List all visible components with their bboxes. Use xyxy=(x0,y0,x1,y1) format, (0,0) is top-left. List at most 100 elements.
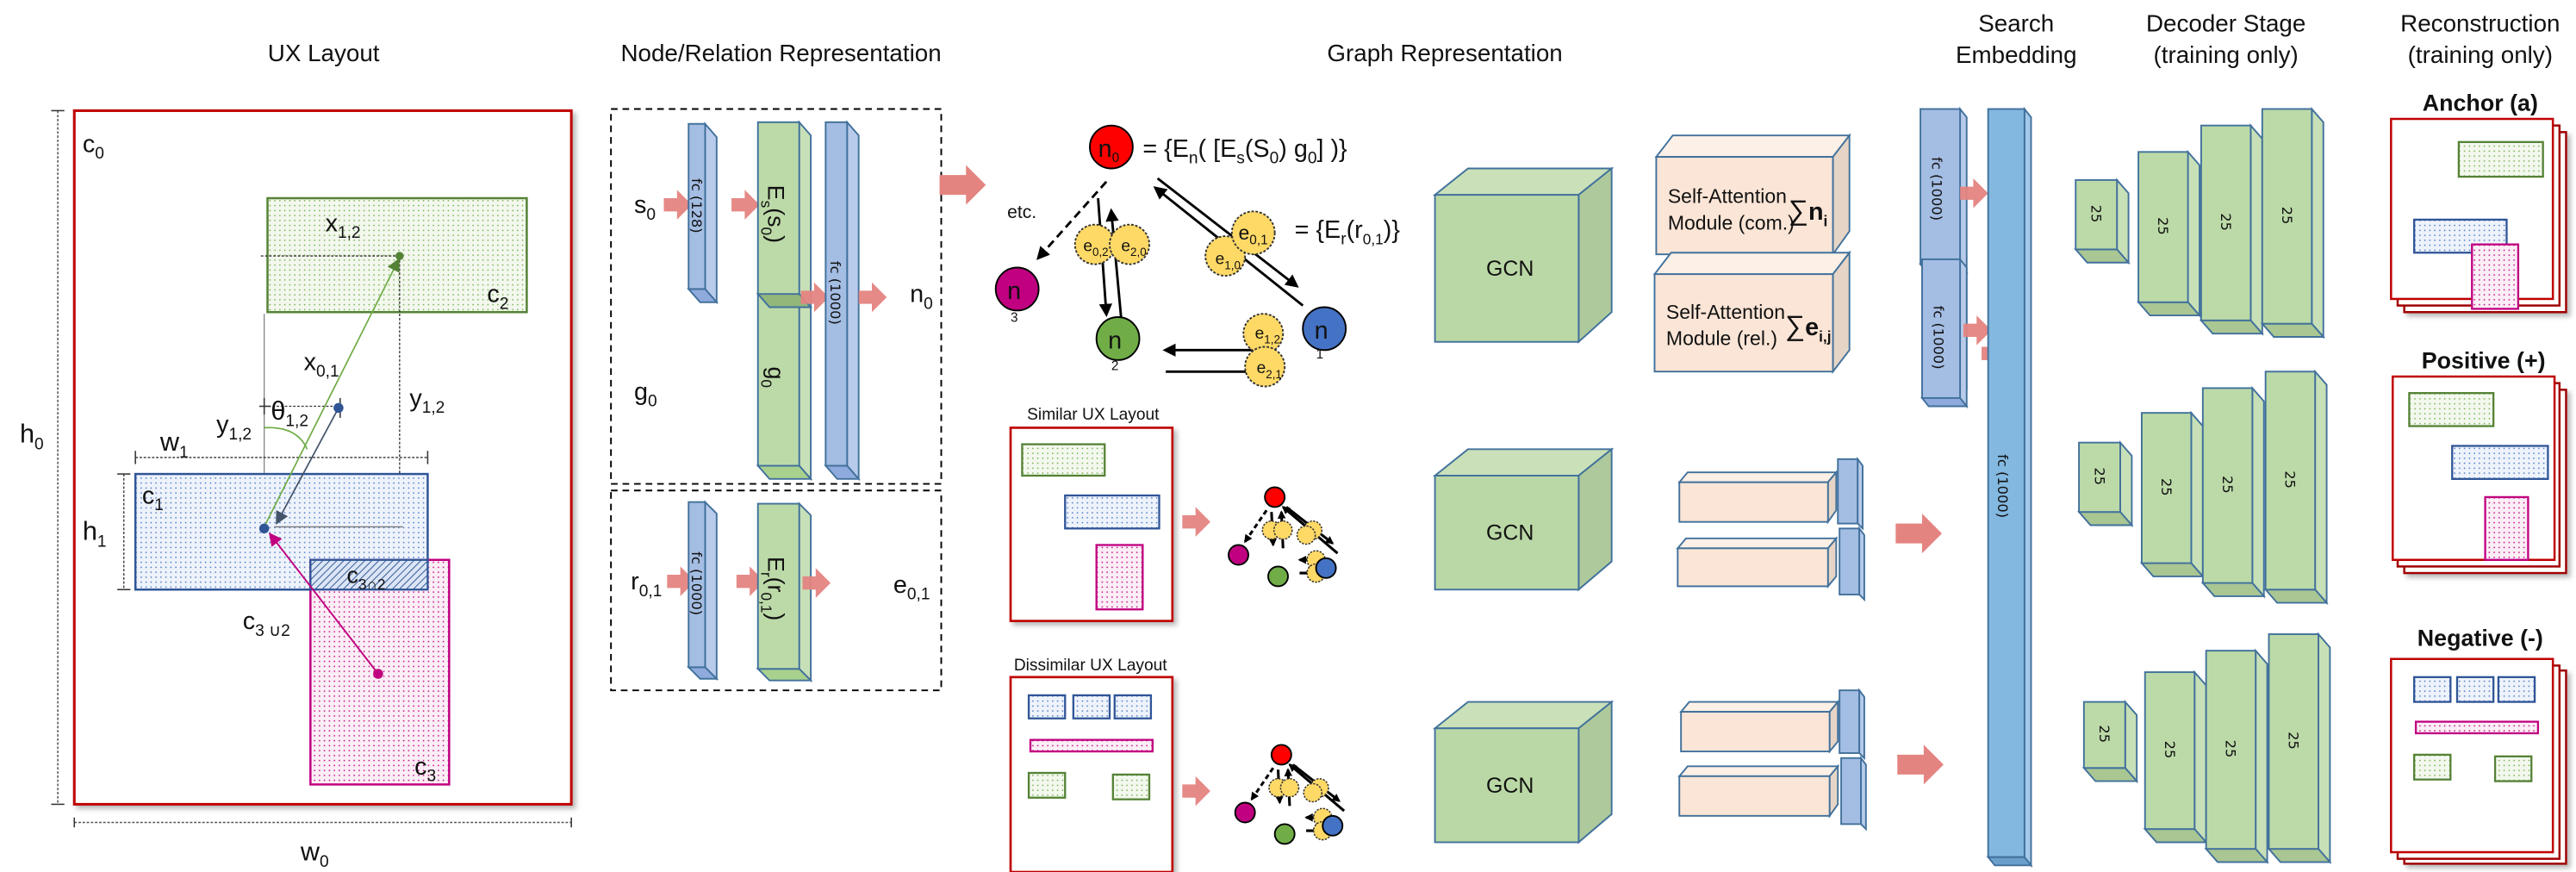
decoder-layer-label: 25 xyxy=(2219,476,2236,494)
edge-n0-n1 xyxy=(1156,177,1299,288)
dissimilar-green-box-2 xyxy=(1111,773,1151,800)
header-ux-layout: UX Layout xyxy=(268,40,380,66)
similar-layout-label: Similar UX Layout xyxy=(1027,406,1160,424)
label-c1: c1 xyxy=(142,483,164,515)
g0-bar-label: g0 xyxy=(758,367,789,389)
er-layer: Er(r0,1) xyxy=(756,501,813,682)
graph-main: e0,2 e2,0 e1,0 e0,1 e1,2 e2,1 n0 n 1 n 2… xyxy=(994,124,1401,388)
edge-n2-n0 xyxy=(1105,208,1123,320)
decoder-row-positive: 25 25 25 25 xyxy=(2076,369,2329,606)
fc-rel-label: fc (1000) xyxy=(1930,306,1946,370)
attention-rel-module: Self-Attention Module (rel.) ∑ei,j xyxy=(1652,250,1851,375)
mini-graph-dissimilar xyxy=(1234,744,1346,845)
recon-positive-green xyxy=(2408,392,2495,427)
mini-node xyxy=(1228,544,1249,566)
er-label: Er(r0,1) xyxy=(758,557,789,620)
decoder-layer-label: 25 xyxy=(2155,217,2171,235)
decoder-layer: 25 xyxy=(2200,385,2266,599)
c3-center-point xyxy=(373,669,383,679)
recon-anchor-green xyxy=(2457,140,2544,178)
search-embedding-label: fc (1000) xyxy=(1994,454,2011,518)
decoder-layer-label: 25 xyxy=(2282,470,2299,489)
decoder-layer: 25 xyxy=(2267,632,2332,865)
relation-block-frame xyxy=(610,489,943,692)
gcn-label-bottom: GCN xyxy=(1486,774,1534,798)
header-reconstruction-line1: Reconstruction xyxy=(2400,9,2560,36)
decoder-layer-label: 25 xyxy=(2158,478,2175,496)
recon-anchor-magenta xyxy=(2471,243,2520,310)
node-label-n3: n xyxy=(1007,277,1021,305)
dissimilar-blue-box-3 xyxy=(1113,694,1153,719)
attention-rel-sum: ∑ei,j xyxy=(1785,310,1832,346)
similar-blue-box xyxy=(1064,494,1160,530)
decoder-layer-label: 25 xyxy=(2223,740,2239,758)
decoder-layer: 25 xyxy=(2263,369,2329,606)
mini-node xyxy=(1270,744,1292,766)
decoder-layer-label: 25 xyxy=(2091,467,2107,485)
formula-n0: = {En( [Es(S0) g0] )} xyxy=(1142,135,1347,168)
fc1000-node-label: fc (1000) xyxy=(827,261,843,325)
node-sub-n3: 3 xyxy=(1011,311,1018,326)
decoder-layer-label: 25 xyxy=(2218,213,2234,231)
dissimilar-green-box-1 xyxy=(1027,771,1067,799)
c2-center-point xyxy=(395,252,404,260)
recon-negative-blue-2 xyxy=(2455,676,2495,703)
search-embedding-bar: fc (1000) xyxy=(1986,106,2033,869)
node-sub-n2: 2 xyxy=(1111,358,1119,373)
arrow-to-graph xyxy=(939,165,986,205)
recon-anchor-stack xyxy=(2390,117,2567,314)
decoder-layer-label: 25 xyxy=(2096,725,2112,743)
vector-c1-to-c2 xyxy=(263,258,400,527)
fc-rel-bar: fc (1000) xyxy=(1920,257,1969,409)
c1-center-point xyxy=(258,523,270,534)
recon-negative-magenta xyxy=(2414,720,2540,735)
recon-positive-blue xyxy=(2451,445,2549,480)
formula-e01: = {Er(r0,1)} xyxy=(1295,216,1401,249)
decoder-layer-label: 25 xyxy=(2279,207,2295,225)
recon-negative-blue-3 xyxy=(2497,676,2536,703)
mini-edge-node xyxy=(1296,525,1316,545)
arrow-dissimilar xyxy=(1182,775,1210,807)
recon-negative-green-2 xyxy=(2493,755,2533,782)
dissimilar-layout-section: Dissimilar UX Layout xyxy=(1009,657,1210,872)
fc1000-relation-label: fc (1000) xyxy=(688,551,705,615)
attention-com-line2: Module (com.) xyxy=(1668,211,1795,234)
decoder-layer: 25 xyxy=(2136,149,2202,318)
attention-rel-line1: Self-Attention xyxy=(1666,301,1785,323)
header-decoder-line2: (training only) xyxy=(2154,41,2299,68)
decoder-layer-label: 25 xyxy=(2286,732,2302,750)
decoder-layer: 25 xyxy=(2074,178,2131,265)
attention-small-bottom xyxy=(1677,699,1840,819)
mini-graph-similar xyxy=(1228,486,1339,588)
fc128-layer: fc (128) xyxy=(687,121,719,305)
node-n1 xyxy=(1302,306,1347,352)
edge-node-e01 xyxy=(1230,210,1276,256)
arrow-fc128 xyxy=(731,190,760,220)
edge-label-e10: e1,0 xyxy=(1216,251,1241,272)
recon-negative-title: Negative (-) xyxy=(2417,625,2543,651)
decoder-row-anchor: 25 25 25 25 xyxy=(2074,106,2325,339)
label-w1: w1 xyxy=(159,427,189,462)
dissimilar-magenta-bar xyxy=(1029,738,1154,753)
header-graph-representation: Graph Representation xyxy=(1327,40,1562,66)
recon-negative-stack xyxy=(2390,657,2567,865)
arrow-similar xyxy=(1182,507,1210,537)
edge-n0-n3 xyxy=(1036,180,1108,260)
header-search-line1: Search xyxy=(1978,9,2054,36)
label-intersection: c3∩2 xyxy=(347,563,386,594)
header-search-line2: Embedding xyxy=(1956,41,2077,68)
fc1000-relation-layer: fc (1000) xyxy=(686,500,719,682)
recon-positive-magenta xyxy=(2484,495,2529,561)
label-x12: x1,2 xyxy=(326,209,361,242)
header-reconstruction-line2: (training only) xyxy=(2408,41,2553,68)
label-n0: n0 xyxy=(910,281,933,314)
decoder-layer: 25 xyxy=(2204,648,2269,865)
recon-negative-blue-1 xyxy=(2413,676,2452,703)
fc128-label: fc (128) xyxy=(688,178,705,234)
relation-representation-panel: r0,1 fc (1000) Er(r0,1) e0,1 xyxy=(610,489,943,692)
mini-node xyxy=(1267,565,1289,588)
similar-layout-section: Similar UX Layout xyxy=(1009,406,1210,623)
node-block-frame xyxy=(610,108,943,485)
gcn-label-top: GCN xyxy=(1486,257,1534,281)
